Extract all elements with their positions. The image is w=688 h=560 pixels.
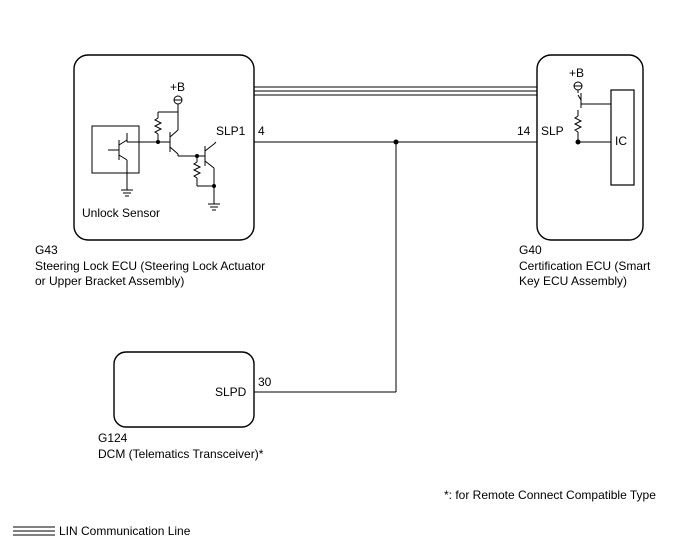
dcm-terminal-pin: 30 bbox=[258, 375, 272, 389]
dcm-terminal-label: SLPD bbox=[215, 385, 247, 399]
certification-supply-symbol bbox=[573, 81, 611, 145]
certification-supply-label: +B bbox=[569, 66, 584, 80]
legend-lin-label: LIN Communication Line bbox=[59, 524, 191, 538]
steering-terminal-label: SLP1 bbox=[216, 124, 246, 138]
certification-terminal-label: SLP bbox=[541, 124, 564, 138]
unlock-sensor-transistor-icon bbox=[108, 133, 150, 197]
certification-ecu-code: G40 bbox=[519, 243, 542, 257]
transistor-1-icon bbox=[150, 112, 197, 157]
unlock-sensor-box bbox=[91, 125, 140, 174]
wire-junction bbox=[393, 139, 399, 145]
lin-communication-line bbox=[254, 86, 537, 96]
certification-ecu: +B IC SLP 14 bbox=[517, 54, 644, 241]
steering-supply-label: +B bbox=[170, 80, 185, 94]
steering-terminal-pin: 4 bbox=[258, 124, 265, 138]
certification-terminal-pin: 14 bbox=[517, 124, 531, 138]
ic-label: IC bbox=[615, 134, 627, 148]
steering-supply-symbol bbox=[153, 95, 183, 142]
footnote: *: for Remote Connect Compatible Type bbox=[444, 488, 656, 502]
dcm: SLPD 30 bbox=[113, 351, 272, 428]
ic-chip bbox=[610, 89, 635, 186]
steering-ecu-name-line2: or Upper Bracket Assembly) bbox=[35, 274, 184, 288]
dcm-code: G124 bbox=[98, 431, 128, 445]
steering-lock-ecu: +B SLP1 4 Unlock Sensor bbox=[73, 54, 265, 241]
dcm-name: DCM (Telematics Transceiver)* bbox=[98, 447, 264, 461]
legend: LIN Communication Line bbox=[13, 524, 191, 538]
signal-wires bbox=[216, 139, 578, 393]
transistor-2-icon bbox=[192, 141, 220, 211]
steering-ecu-name-line1: Steering Lock ECU (Steering Lock Actuato… bbox=[35, 259, 265, 273]
certification-ecu-name-line2: Key ECU Assembly) bbox=[519, 274, 627, 288]
certification-ecu-name-line1: Certification ECU (Smart bbox=[519, 259, 651, 273]
unlock-sensor-label: Unlock Sensor bbox=[82, 206, 160, 220]
steering-ecu-code: G43 bbox=[35, 243, 58, 257]
